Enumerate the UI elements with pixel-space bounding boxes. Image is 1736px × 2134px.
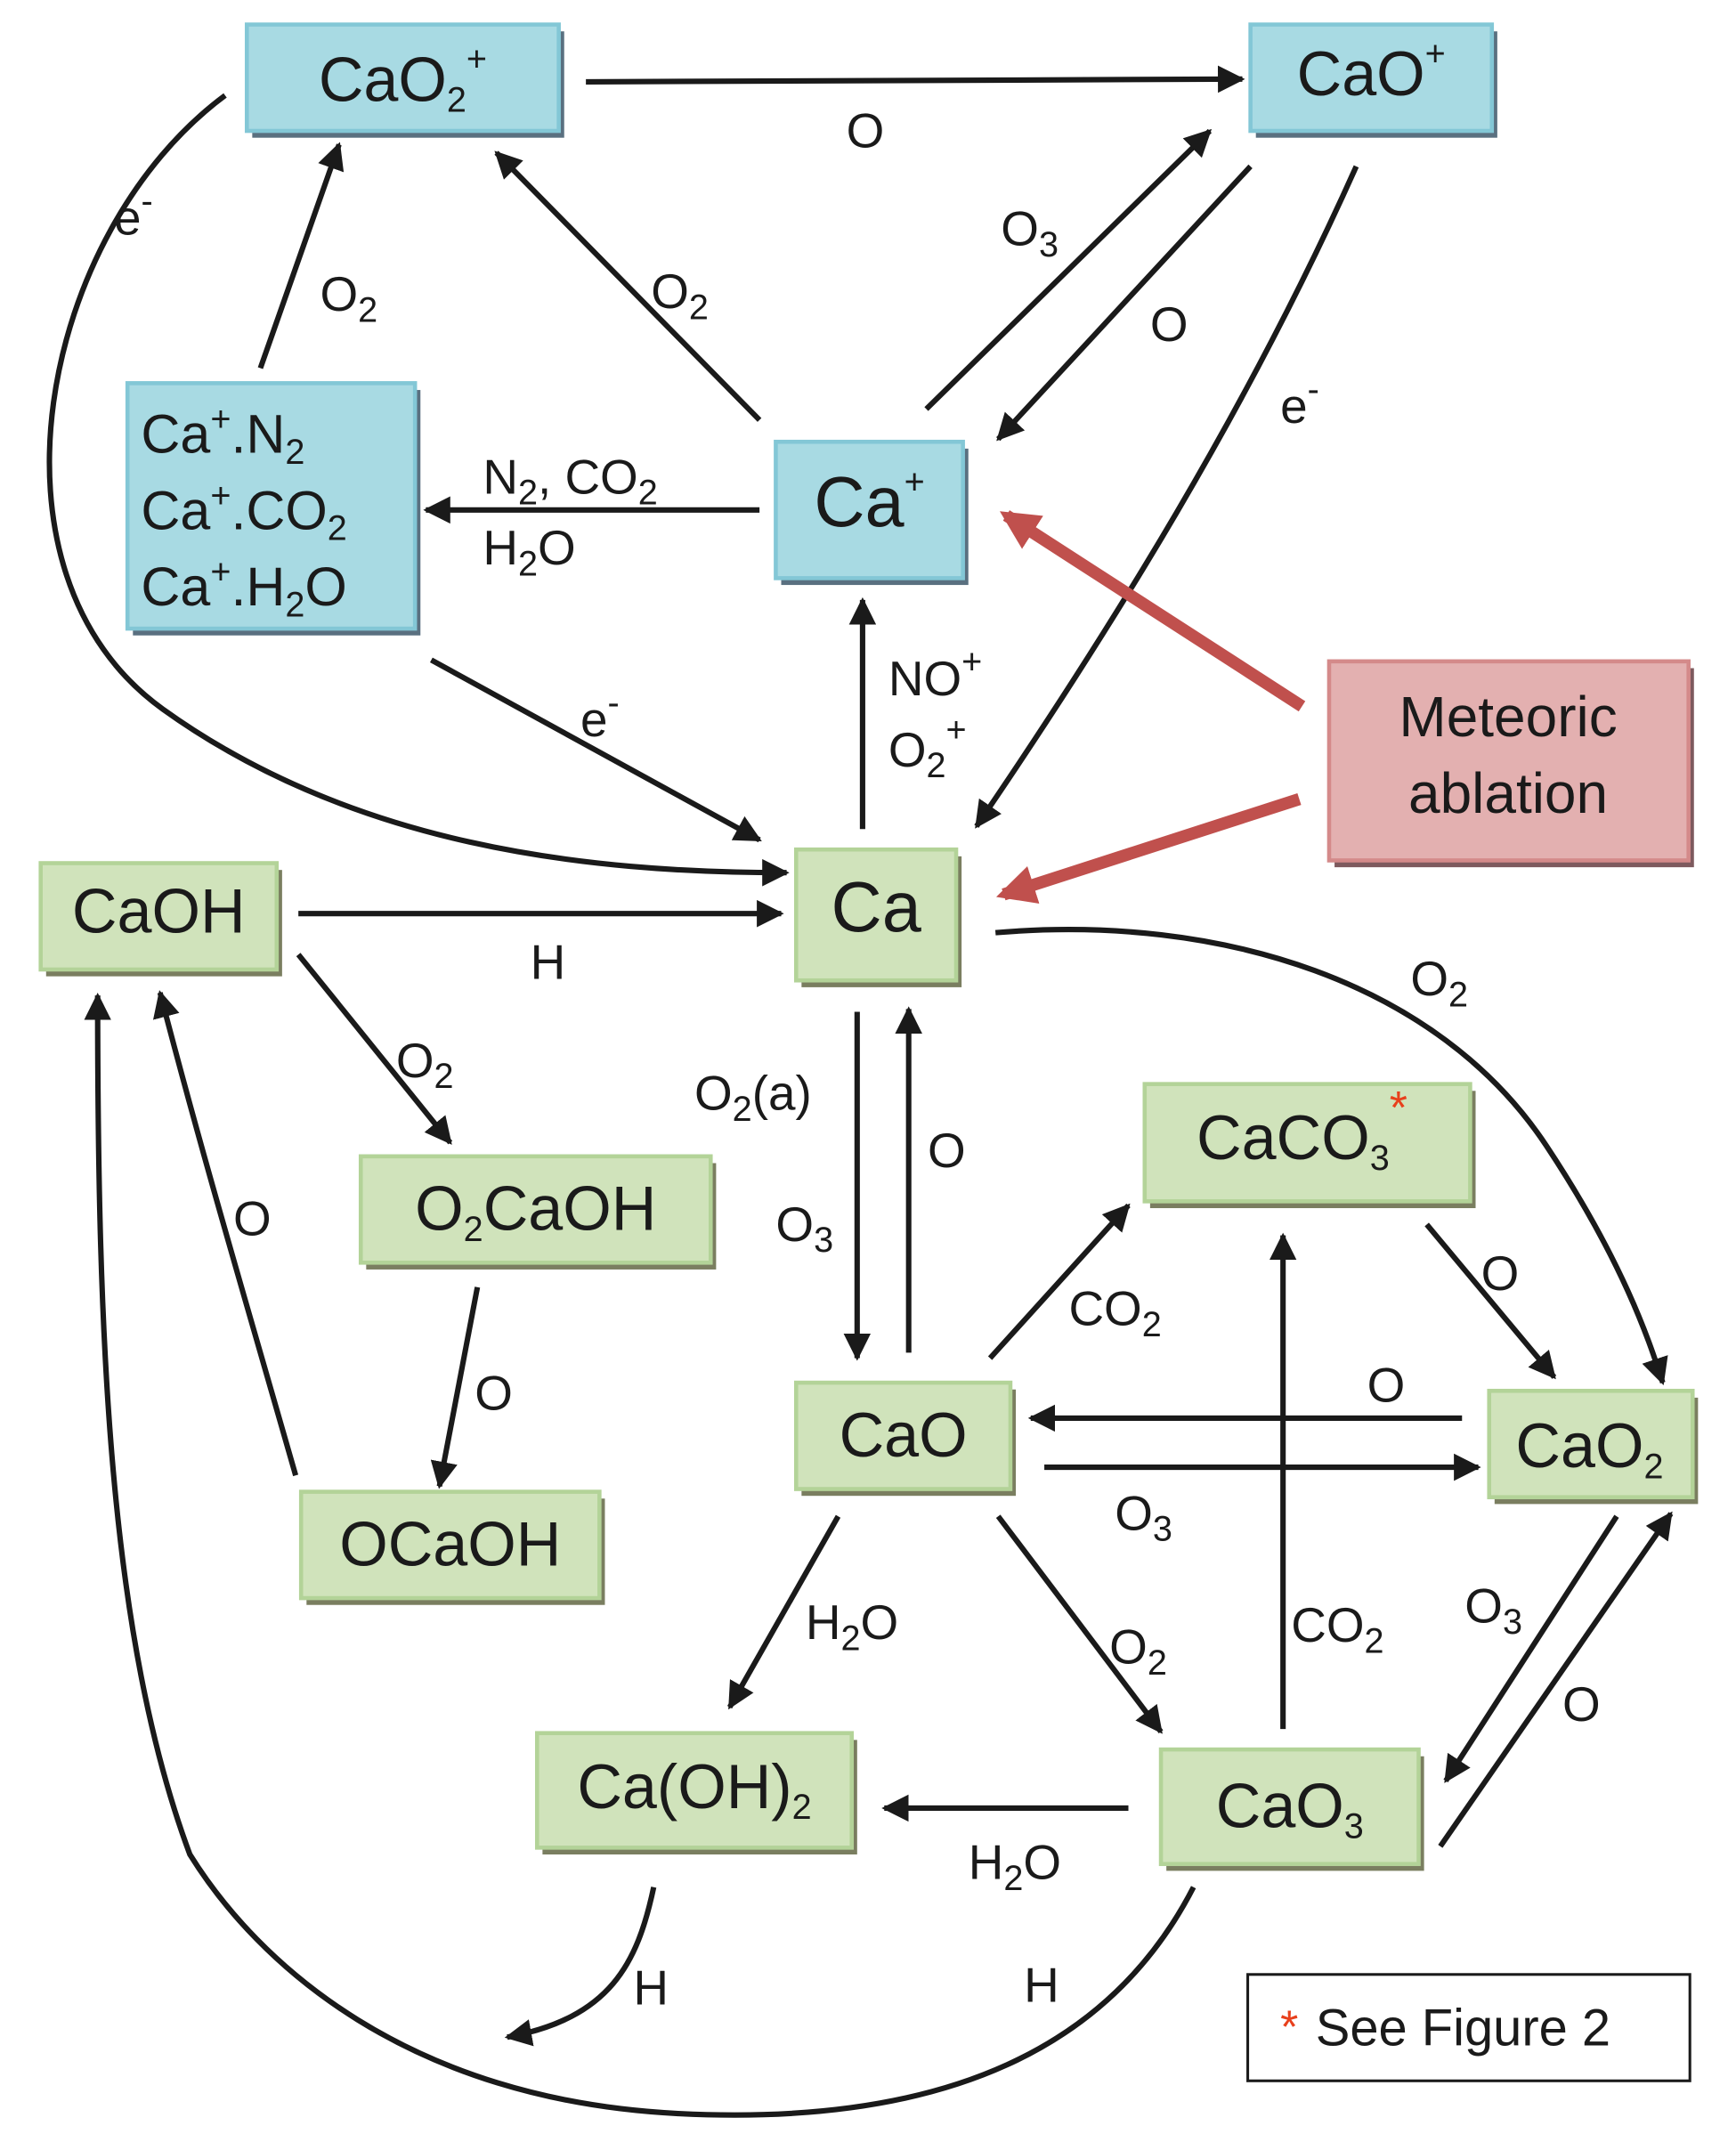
svg-text:CaO3: CaO3 [1216, 1770, 1364, 1846]
arrow-o2caoh-to-ocaoh [430, 1286, 481, 1489]
label-n2-co2: N2, CO2 [483, 449, 657, 512]
arrow-meteoric-to-caplus [1000, 510, 1306, 712]
arrow-cao-to-cao3 [995, 1514, 1164, 1734]
svg-text:OCaOH: OCaOH [339, 1508, 561, 1578]
node-ca-plus-clusters: Ca+.N2 Ca+.CO2 Ca+.H2O [125, 381, 421, 636]
node-meteoric-ablation: Meteoric ablation [1326, 659, 1694, 868]
label-e-clusters: e- [580, 683, 620, 747]
label-o-cao-up: O [928, 1123, 966, 1178]
label-co2-cao3: CO2 [1291, 1597, 1383, 1660]
svg-text:Ca+.CO2: Ca+.CO2 [141, 476, 346, 548]
arrow-clusters-to-cao2plus [257, 142, 345, 369]
legend-see-figure-2: * See Figure 2 [1246, 1973, 1691, 2082]
node-cao2: CaO2 [1487, 1388, 1699, 1505]
svg-text:CaO: CaO [840, 1400, 968, 1470]
node-caoh2: Ca(OH)2 [534, 1731, 857, 1855]
label-h2o-cao3: H2O [969, 1834, 1061, 1897]
arrow-cao-to-caco3 [987, 1203, 1131, 1360]
node-caco3: CaCO3* [1142, 1082, 1476, 1209]
arrow-cao2plus-to-caoplus [586, 65, 1245, 93]
arrow-caoh2-to-loop [504, 1887, 657, 2047]
arrow-caplus-to-cao2plus [494, 150, 762, 422]
node-cao-plus: CaO+ [1248, 22, 1497, 138]
label-h2o-cao: H2O [806, 1594, 898, 1658]
label-h-caoh: H [531, 935, 566, 990]
label-o3-cao: O3 [1115, 1485, 1172, 1548]
svg-text:Meteoric: Meteoric [1399, 685, 1617, 749]
label-o-top: O [847, 102, 885, 158]
label-o3-caplus: O3 [1001, 201, 1059, 264]
arrow-clusters-to-ca [429, 657, 762, 843]
label-o2-caoh: O2 [396, 1033, 454, 1096]
arrow-cao3-to-caoh-loop [84, 993, 1197, 2118]
label-o3-ca: O3 [775, 1197, 833, 1260]
label-o2-plus: O2+ [888, 710, 967, 785]
label-o2-cao: O2 [1109, 1619, 1167, 1682]
svg-text:CaOH: CaOH [72, 875, 246, 945]
arrow-cao2-to-cao3 [1443, 1514, 1619, 1783]
svg-text:*: * [1280, 2001, 1298, 2053]
svg-text:Ca: Ca [831, 867, 922, 946]
arrow-cao2plus-to-ca-electron [46, 93, 790, 887]
label-e-left: e- [114, 182, 153, 246]
arrow-caco3-to-cao2 [1424, 1222, 1557, 1380]
node-ca: Ca [793, 847, 962, 987]
node-cao: CaO [793, 1380, 1017, 1497]
node-cao2-plus: CaO2+ [244, 22, 564, 138]
svg-text:CaO+: CaO+ [1297, 34, 1446, 109]
node-cao3: CaO3 [1158, 1747, 1424, 1871]
label-o-cao3: O [1562, 1676, 1601, 1732]
svg-text:ablation: ablation [1408, 761, 1608, 825]
arrow-caoh-to-o2caoh [296, 953, 453, 1145]
label-h2o-clusters: H2O [483, 520, 575, 583]
arrow-cao-to-caoh2 [726, 1514, 841, 1710]
label-o2-clusters: O2 [320, 266, 378, 329]
arrow-ca-to-cao2 [994, 927, 1668, 1385]
svg-text:CaCO3*: CaCO3* [1197, 1083, 1407, 1178]
label-o-caoplus: O [1150, 296, 1188, 352]
svg-text:O2CaOH: O2CaOH [415, 1172, 656, 1248]
node-ocaoh: OCaOH [298, 1489, 605, 1605]
label-h-caoh2: H [633, 1960, 669, 2015]
node-o2caoh: O2CaOH [358, 1154, 717, 1270]
svg-text:Ca(OH)2: Ca(OH)2 [577, 1751, 811, 1827]
label-co2-cao: CO2 [1068, 1281, 1161, 1344]
node-ca-plus: Ca+ [774, 439, 969, 586]
label-o-cao2: O [1367, 1357, 1406, 1412]
label-o2-caplus: O2 [651, 264, 709, 327]
arrow-cao3-to-cao2 [1438, 1511, 1674, 1848]
arrow-caoplus-to-caplus [996, 164, 1253, 442]
label-o-o2caoh: O [475, 1366, 513, 1421]
arrow-caoplus-to-ca-electron [974, 165, 1359, 829]
svg-text:CaO2: CaO2 [1515, 1410, 1663, 1486]
svg-text:Ca+: Ca+ [814, 462, 924, 541]
svg-text:See Figure 2: See Figure 2 [1316, 1999, 1610, 2057]
arrow-caplus-to-caoplus [924, 128, 1213, 411]
label-o-ocaoh: O [233, 1191, 272, 1246]
node-caoh: CaOH [38, 861, 282, 977]
label-o3-cao2: O3 [1464, 1578, 1522, 1642]
arrow-meteoric-to-ca [995, 792, 1302, 904]
svg-text:Ca+.H2O: Ca+.H2O [141, 552, 346, 624]
svg-text:CaO2+: CaO2+ [319, 40, 487, 120]
label-o2-ca-curve: O2 [1410, 951, 1468, 1014]
svg-text:Ca+.N2: Ca+.N2 [141, 400, 304, 472]
label-e-right: e- [1280, 369, 1319, 434]
label-no-plus: NO+ [888, 643, 982, 707]
arrow-ocaoh-to-caoh [152, 990, 299, 1477]
label-h-cao3: H [1024, 1957, 1059, 2012]
label-o2a: O2(a) [694, 1066, 812, 1129]
label-o-caco3: O [1481, 1246, 1520, 1301]
